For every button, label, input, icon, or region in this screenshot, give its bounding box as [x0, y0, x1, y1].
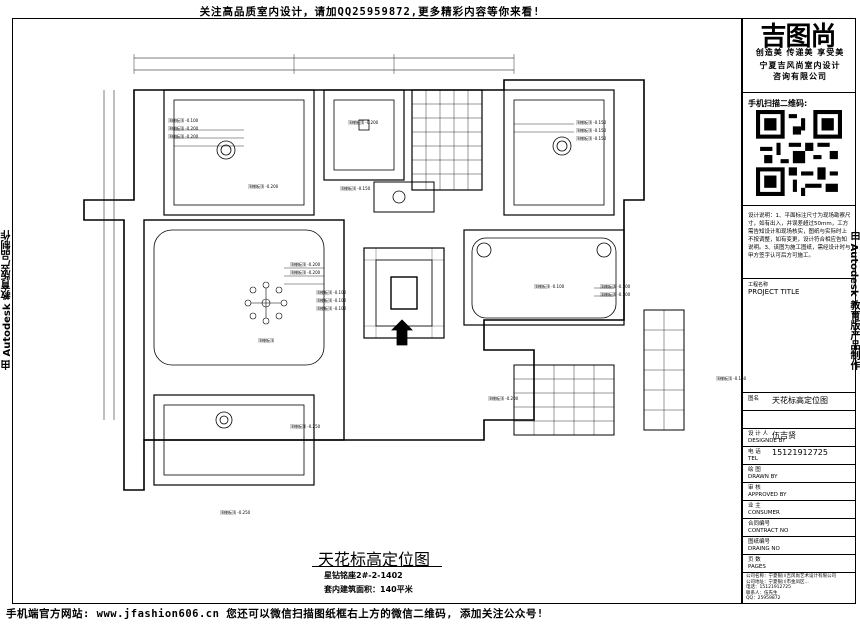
divider — [742, 536, 855, 537]
annotation-label: 顶棚板顶 -0.250 — [290, 424, 321, 429]
company-logo: 吉图尚 — [760, 22, 836, 52]
divider — [742, 92, 855, 93]
company-phone: 电话：15121912725 — [746, 585, 791, 590]
divider — [742, 518, 855, 519]
company-name: 宁夏吉风尚室内设计 咨询有限公司 — [746, 60, 854, 82]
drawing-name: 天花标高定位图 — [772, 396, 828, 405]
annotation-label: 顶棚板顶 -0.150 — [576, 136, 607, 141]
annotation-label: 顶棚板顶 -0.200 — [488, 396, 519, 401]
annotation-label: 顶棚板顶 -0.200 — [348, 120, 379, 125]
drawing-frame — [12, 18, 742, 604]
pages-label: 页 数 — [748, 557, 761, 563]
company-address: 公司地址：宁夏银川市金凤区... — [746, 579, 809, 585]
project-title-label-cn: 工程名称 — [748, 282, 769, 288]
divider — [742, 410, 855, 411]
top-banner: 关注高品质室内设计，请加QQ25959872,更多精彩内容等你来看! — [199, 6, 541, 18]
annotation-label: 顶棚板顶 -0.150 — [716, 376, 747, 381]
annotation-label: 顶棚板顶 -0.100 — [316, 306, 347, 311]
company-info: 公司名称：宁夏银川吉风尚艺术设计有限公司 — [746, 574, 836, 579]
company-contact: 联系人：伍先生 — [746, 590, 778, 596]
annotation-label: 顶棚板顶 -0.100 — [168, 118, 199, 123]
plan-subtitle-2: 套内建筑面积：140平米 — [324, 585, 413, 594]
annotation-label: 顶棚板顶 -0.100 — [316, 290, 347, 295]
divider — [742, 464, 855, 465]
divider — [742, 205, 855, 206]
annotation-label: 顶棚板顶 — [258, 338, 274, 343]
annotation-label: 顶棚板顶 -0.150 — [576, 128, 607, 133]
company-info-block: 公司名称：宁夏银川吉风尚艺术设计有限公司 公司地址：宁夏银川市金凤区... 电话… — [746, 574, 852, 602]
designer-label-en: DESIGNDE BY — [748, 438, 786, 444]
divider — [742, 554, 855, 555]
contract-label: 合同编号 — [748, 521, 771, 527]
drawing-name-label: 图名 — [748, 396, 760, 402]
company-line-2: 咨询有限公司 — [773, 72, 827, 81]
drawn-label: 绘 图 — [748, 467, 761, 473]
title-block — [742, 18, 856, 604]
divider — [742, 482, 855, 483]
tel-label-en: TEL — [748, 456, 758, 462]
divider — [742, 572, 855, 573]
qr-code-icon[interactable] — [756, 110, 842, 196]
contract-label-en: CONTRACT NO — [748, 528, 789, 534]
annotation-label: 顶棚板顶 -0.100 — [600, 292, 631, 297]
tel: 15121912725 — [772, 448, 828, 457]
logo-slogan: 创造美 传递美 享受美 — [755, 48, 845, 57]
approved-label: 审 核 — [748, 485, 761, 491]
approved-label-en: APPROVED BY — [748, 492, 787, 498]
consumer-label: 业 主 — [748, 503, 761, 509]
right-side-text: 由 Autodesk 教育版产品制作 — [848, 230, 859, 371]
company-line-1: 宁夏吉风尚室内设计 — [759, 61, 841, 70]
annotation-label: 顶棚板顶 -0.250 — [220, 510, 251, 515]
tel-label: 电 话 — [748, 449, 761, 455]
annotation-label: 顶棚板顶 -0.100 — [534, 284, 565, 289]
divider — [742, 446, 855, 447]
annotation-label: 顶棚板顶 -0.100 — [316, 298, 347, 303]
annotation-label: 顶棚板顶 -0.150 — [340, 186, 371, 191]
annotation-label: 顶棚板顶 -0.100 — [600, 284, 631, 289]
drawing-no-label-en: DRAING NO — [748, 546, 780, 552]
annotation-label: 顶棚板顶 -0.200 — [168, 134, 199, 139]
ceiling-plan-drawing — [83, 54, 685, 491]
plan-subtitle-1: 星钻铭座2#-2-1402 — [324, 571, 403, 580]
drawn-label-en: DRAWN BY — [748, 474, 778, 480]
annotation-label: 顶棚板顶 -0.200 — [168, 126, 199, 131]
annotation-label: 顶棚板顶 -0.200 — [248, 184, 279, 189]
design-notes: 设计说明：1、平面标注尺寸为现场勘察尺寸，如有出入，并误差超过50mm，工方需告… — [748, 213, 851, 259]
title-underline — [312, 566, 442, 567]
project-title-label: PROJECT TITLE — [748, 288, 800, 296]
drawing-no-label: 图纸编号 — [748, 539, 771, 545]
annotation-label: 顶棚板顶 -0.150 — [576, 120, 607, 125]
left-side-text: 由 Autodesk 教育版产品制作 — [2, 230, 13, 371]
consumer-label-en: CONSUMER — [748, 510, 780, 516]
divider — [742, 428, 855, 429]
company-qq: QQ：25959872 — [746, 596, 781, 601]
bottom-banner: 手机端官方网站: www.jfashion606.cn 您还可以微信扫描图纸框右… — [6, 608, 544, 620]
designer-label: 设 计 人 — [748, 431, 768, 437]
qr-label: 手机扫描二维码: — [748, 99, 808, 108]
annotation-label: 顶棚板顶 -0.200 — [290, 262, 321, 267]
divider — [742, 392, 855, 393]
pages-label-en: PAGES — [748, 564, 766, 570]
divider — [742, 500, 855, 501]
annotation-label: 顶棚板顶 -0.200 — [290, 270, 321, 275]
divider — [742, 278, 855, 279]
designer: 伍吉贤 — [772, 431, 796, 440]
plan-title: 天花标高定位图 — [318, 550, 431, 569]
